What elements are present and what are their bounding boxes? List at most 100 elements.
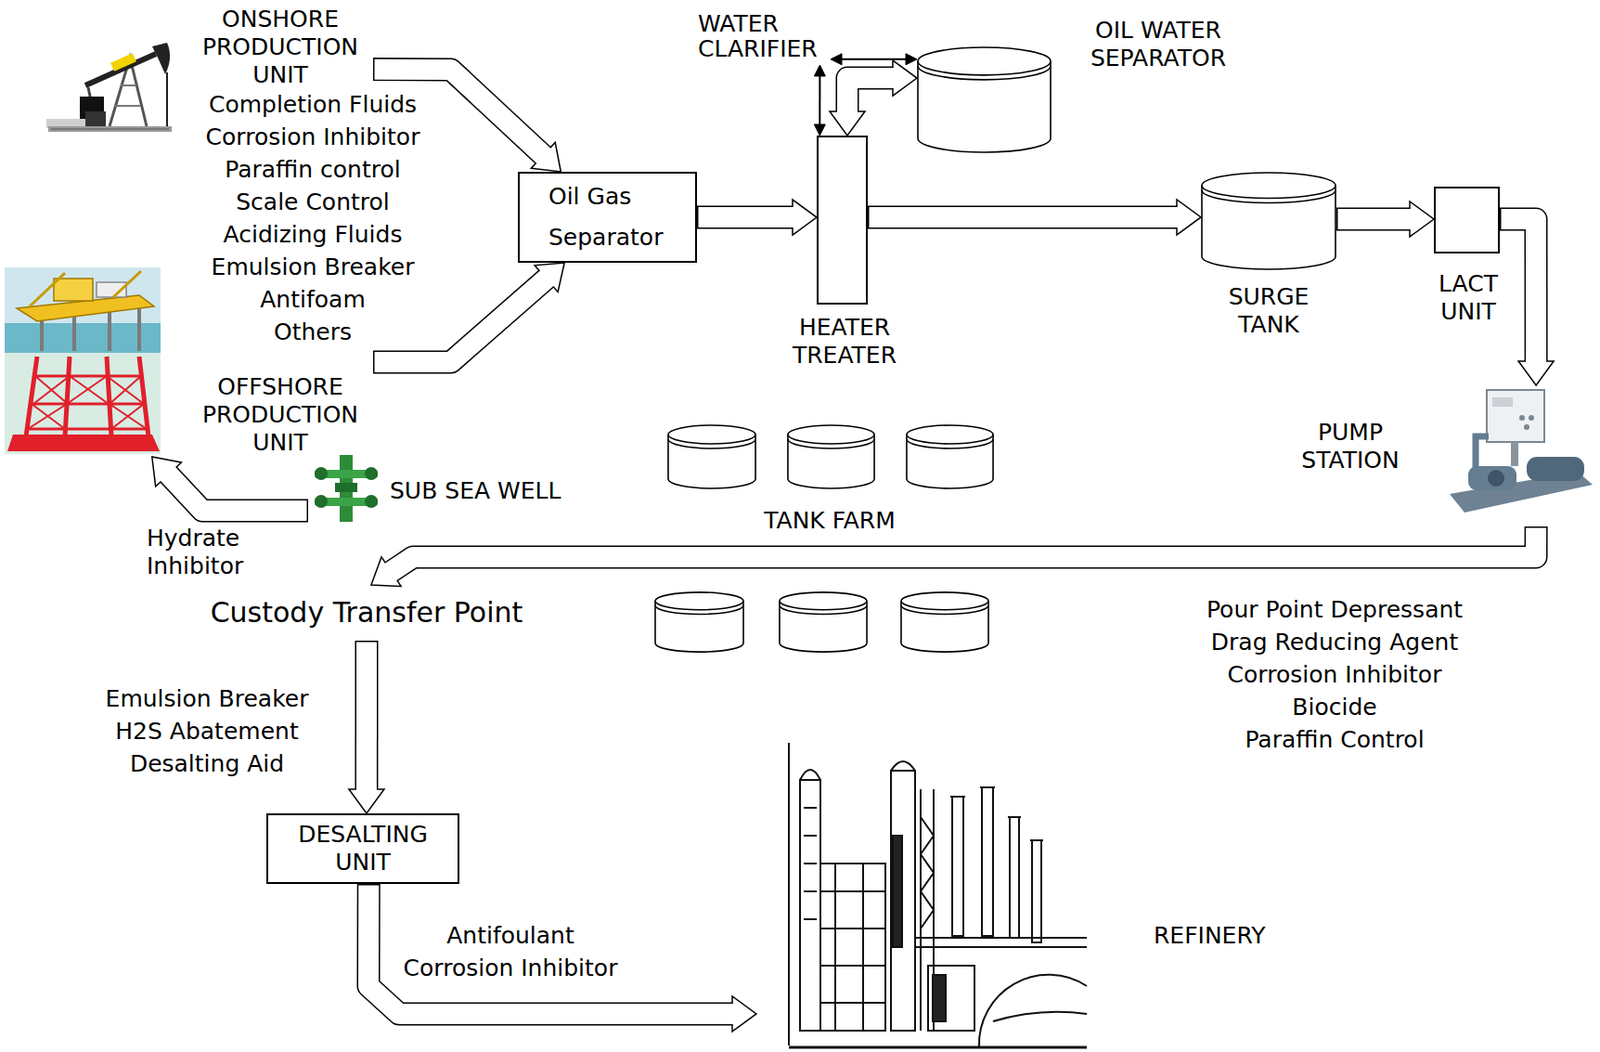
subsea-well: SUB SEA WELL — [308, 451, 587, 526]
arrow-body — [1338, 208, 1414, 230]
tank-roof — [917, 47, 1051, 76]
illustration-part — [950, 787, 1044, 840]
tank-rim — [917, 65, 1051, 80]
refinery: REFINERY — [756, 733, 1291, 1049]
arrow-body — [869, 206, 1181, 228]
illustration-part — [820, 863, 886, 1031]
tank-farm-illustration — [655, 425, 994, 652]
node-label: DESALTING UNIT — [283, 820, 442, 877]
illustration-part — [803, 807, 817, 919]
pump-station-illustration — [1449, 389, 1593, 513]
node-label: OFFSHORE PRODUCTION UNIT — [196, 373, 364, 457]
illustration-part — [4, 322, 161, 353]
arrow-head — [813, 124, 826, 136]
illustration-part — [1526, 456, 1585, 481]
flow-arrow-thin — [830, 53, 917, 65]
annotation-label: Emulsion Breaker — [105, 684, 310, 713]
arrow-body — [374, 276, 549, 362]
tank-roof — [1201, 172, 1336, 199]
illustration-part — [166, 72, 168, 127]
vessel-box: HEATER TREATER — [816, 135, 868, 305]
arrow-head — [792, 199, 817, 235]
illustration-part — [115, 85, 142, 106]
arrow-line — [818, 76, 821, 125]
flow-arrow — [1336, 201, 1434, 237]
arrow-body — [847, 77, 896, 115]
arrow-head — [348, 788, 385, 813]
refinery-illustration — [788, 742, 1087, 1047]
illustration-part — [7, 434, 160, 452]
node-label: SUB SEA WELL — [389, 477, 561, 505]
annotation-label: Scale Control — [235, 188, 390, 217]
annotation-label: Drag Reducing Agent — [1211, 628, 1459, 657]
arrow-head — [1176, 199, 1201, 235]
annotation-label: Antifoulant — [446, 921, 575, 950]
arrow-body — [368, 885, 736, 1015]
arrow-head — [892, 60, 917, 96]
illustration-part — [892, 835, 903, 947]
arrow-body — [698, 206, 797, 228]
illustration-part — [993, 1011, 1087, 1021]
tank-rim — [1201, 190, 1336, 204]
arrow-line — [841, 58, 906, 61]
annotation-label: Pour Point Depressant — [1206, 595, 1463, 624]
illustration-part — [914, 937, 1087, 947]
annotation-label: TANK FARM — [763, 506, 896, 535]
illustration-part — [314, 494, 328, 508]
arrow-body — [388, 528, 1536, 574]
illustration-part — [1510, 441, 1519, 466]
illustration-part — [800, 779, 821, 1031]
flow-arrow — [867, 199, 1201, 235]
illustration-part — [906, 425, 994, 489]
offshore-platform-illustration — [4, 267, 161, 454]
transfer-point: Custody Transfer Point — [190, 584, 543, 641]
illustration-part — [1486, 389, 1545, 442]
illustration-part — [1468, 465, 1517, 491]
illustration-part — [1528, 414, 1535, 421]
node-label: OIL WATER SEPARATOR — [1079, 16, 1238, 73]
node-label: HEATER TREATER — [761, 313, 929, 370]
illustration-part — [4, 352, 161, 454]
arrow-head — [813, 64, 826, 77]
annotation-label: Biocide — [1291, 693, 1377, 722]
annotation-label: Paraffin Control — [1244, 725, 1424, 754]
node-label: LACT UNIT — [1426, 270, 1510, 326]
arrow-body — [356, 642, 377, 793]
arrow-head — [1409, 201, 1434, 237]
illustration-part — [952, 796, 964, 936]
production-unit: ONSHORE PRODUCTION UNIT — [44, 5, 374, 142]
illustration-part — [979, 974, 1087, 1047]
illustration-part — [314, 466, 328, 480]
illustration-part — [932, 974, 946, 1021]
illustration-part — [1487, 469, 1505, 487]
node-label: REFINERY — [1153, 921, 1265, 950]
arrow-head — [905, 53, 917, 65]
tank-outline — [916, 46, 1052, 154]
illustration-part — [901, 592, 989, 652]
annotation-label: Acidizing Fluids — [223, 220, 403, 249]
flow-arrow-thin — [813, 64, 826, 136]
tank-shape: SURGE TANK — [1200, 171, 1337, 271]
illustration-part — [890, 770, 916, 1031]
illustration-part — [1523, 424, 1530, 430]
illustration-part — [4, 267, 161, 353]
flow-arrow — [829, 60, 917, 136]
illustration-part — [655, 592, 744, 652]
tank-outline — [1200, 171, 1337, 271]
illustration-part — [51, 129, 169, 130]
illustration-part — [787, 742, 790, 1046]
arrow-body — [1501, 219, 1537, 364]
illustration-part — [890, 761, 916, 771]
illustration-part — [85, 111, 106, 127]
node-label: PUMP STATION — [1290, 418, 1411, 475]
illustration-part — [110, 52, 137, 72]
flow-arrow — [368, 883, 757, 1032]
arrow-outline — [368, 883, 733, 1014]
arrow-head — [732, 995, 757, 1032]
flow-arrow — [373, 69, 561, 172]
annotation-label: Desalting Aid — [129, 749, 284, 778]
tank-shape: OIL WATER SEPARATOR — [916, 46, 1052, 154]
process-box: DESALTING UNIT — [266, 812, 460, 884]
